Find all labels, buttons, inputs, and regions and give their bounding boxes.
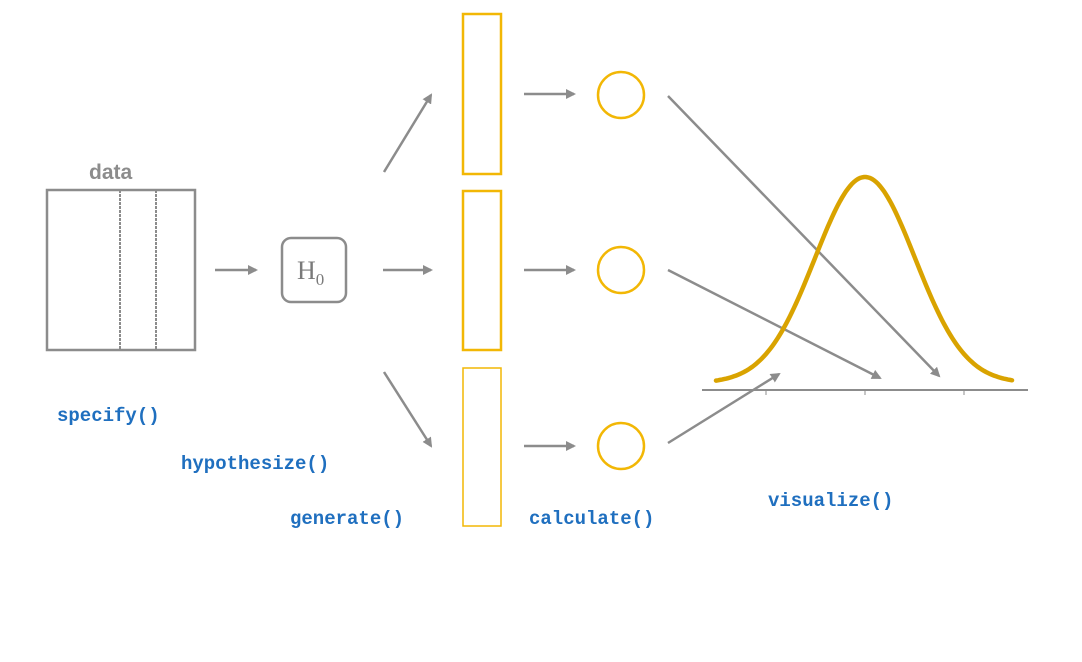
arrow-h0-to-sample3	[382, 371, 433, 448]
generated-sample-2	[461, 189, 503, 352]
statistic-1	[596, 70, 646, 120]
generated-sample-1	[461, 12, 503, 176]
hypothesis-box	[280, 236, 348, 304]
calculate-label: calculate()	[529, 508, 654, 530]
null-distribution-curve	[713, 174, 1015, 383]
hypothesize-label: hypothesize()	[181, 453, 329, 475]
visualize-label: visualize()	[768, 490, 893, 512]
generate-label: generate()	[290, 508, 404, 530]
arrow-h0-to-sample1	[382, 93, 433, 173]
hypothesis-symbol: H0	[297, 256, 324, 289]
specify-label: specify()	[57, 405, 160, 427]
statistic-2	[596, 245, 646, 295]
arrow-stat3-to-dist	[667, 372, 781, 445]
statistic-3	[596, 421, 646, 471]
generated-sample-3	[462, 367, 502, 527]
arrow-stat2-to-dist	[667, 268, 882, 380]
arrow-stat1-to-dist	[667, 95, 941, 378]
flow-arrows	[215, 89, 941, 451]
data-label: data	[89, 161, 133, 184]
